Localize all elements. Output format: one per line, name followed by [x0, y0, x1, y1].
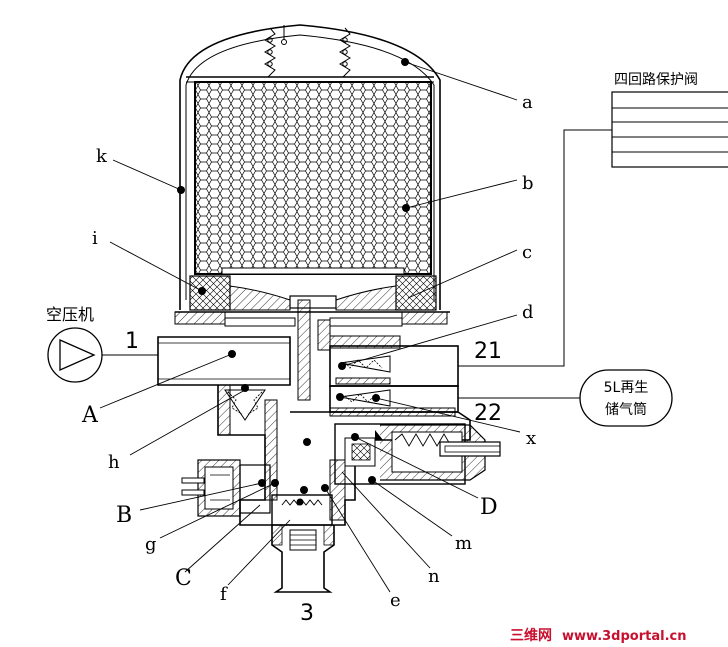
line-to-protection-valve — [458, 129, 612, 367]
label-D: D — [480, 495, 498, 520]
top-spring-right — [339, 27, 351, 78]
unloader-valve-D — [334, 423, 501, 485]
valve-body — [157, 335, 471, 526]
label-a: a — [522, 92, 533, 113]
port-22: 22 — [474, 401, 502, 426]
label-k: k — [96, 146, 108, 167]
compressor-symbol: 空压机 — [46, 305, 158, 383]
regen-tank: 5L再生 储气筒 — [579, 369, 673, 427]
label-c: c — [522, 242, 532, 263]
label-i: i — [92, 228, 98, 249]
label-C: C — [175, 566, 192, 591]
label-f: f — [220, 584, 228, 605]
regen-tank-label-2: 储气筒 — [605, 401, 647, 418]
label-m: m — [455, 533, 472, 554]
regen-tank-label-1: 5L再生 — [604, 380, 649, 396]
cartridge-base — [174, 275, 450, 327]
part-labels: a b c d x k i A h B g C f e n m D — [81, 92, 536, 611]
label-A: A — [81, 403, 99, 428]
label-g: g — [145, 534, 157, 555]
compressor-label: 空压机 — [46, 305, 94, 324]
label-x: x — [526, 428, 536, 449]
port-21: 21 — [474, 339, 502, 364]
desiccant-cartridge — [194, 81, 432, 275]
watermark: 三维网 www.3dportal.cn — [510, 627, 686, 644]
top-spring-left — [264, 27, 276, 78]
label-h: h — [108, 452, 120, 473]
protection-valve-label: 四回路保护阀 — [614, 72, 698, 88]
central-tube — [297, 299, 331, 401]
watermark-cn: 三维网 — [510, 627, 552, 644]
label-n: n — [428, 566, 440, 587]
heater-plug-B — [181, 459, 271, 517]
label-b: b — [522, 173, 534, 194]
port-3: 3 — [300, 601, 314, 626]
label-e: e — [390, 590, 401, 611]
port-labels: 1 21 22 3 — [125, 329, 502, 626]
label-d: d — [522, 302, 534, 323]
protection-valve-box: 四回路保护阀 — [611, 72, 728, 168]
watermark-url: www.3dportal.cn — [562, 629, 686, 644]
label-B: B — [116, 503, 132, 528]
exhaust-port-3 — [271, 494, 335, 593]
port-1: 1 — [125, 329, 139, 354]
leader-lines — [99, 61, 521, 593]
top-stem — [281, 25, 287, 45]
check-valve-h — [224, 384, 266, 421]
